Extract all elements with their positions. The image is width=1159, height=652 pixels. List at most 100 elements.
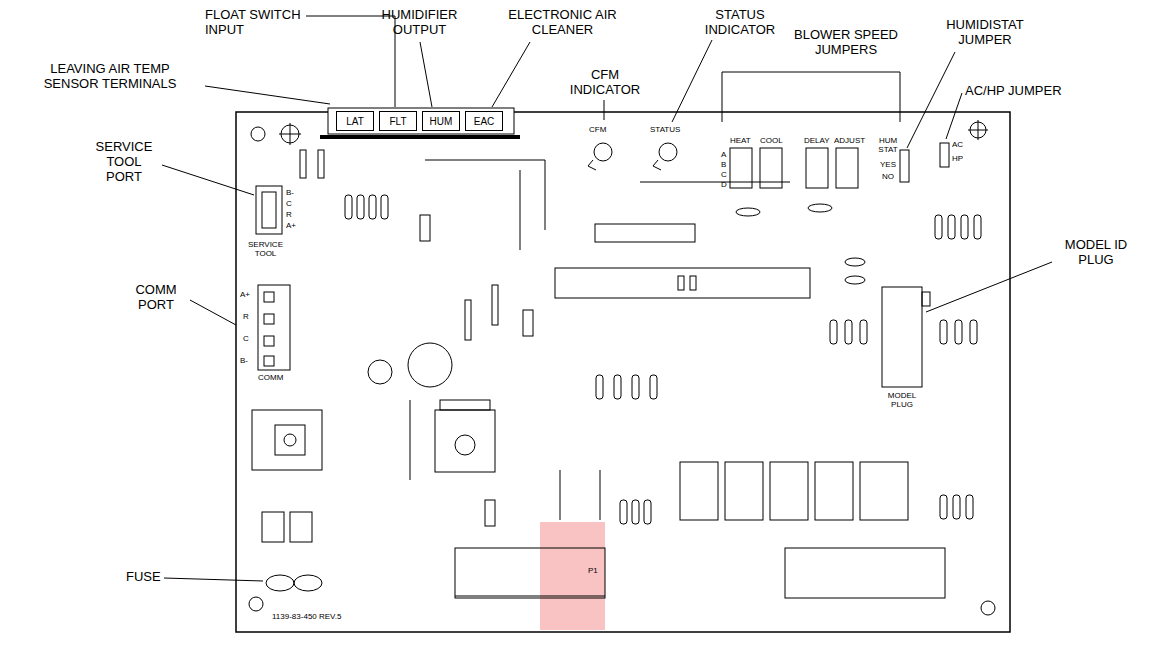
microcontroller: [555, 268, 810, 298]
terminal-label: EAC: [474, 116, 495, 127]
leader-line: [190, 300, 236, 325]
component: [736, 208, 760, 216]
board-marking: C: [243, 334, 249, 343]
board-marking: P1: [588, 566, 598, 575]
fuse-clip: [294, 575, 322, 591]
trace: [410, 160, 790, 520]
resistor-symbol: [970, 320, 977, 344]
diode: [420, 215, 430, 241]
resistor-symbol: [614, 375, 621, 399]
board-marking: 1139-83-450 REV.5: [272, 612, 341, 621]
leader-line: [926, 262, 1052, 312]
callout-label: SERVICE TOOL PORT: [88, 140, 160, 185]
resistor-symbol: [948, 215, 955, 239]
capacitor: [290, 512, 312, 542]
board-marking: A: [721, 150, 726, 159]
callout-label: LEAVING AIR TEMP SENSOR TERMINALS: [35, 62, 185, 92]
led-lead: [588, 160, 596, 170]
resistor-symbol: [650, 375, 657, 399]
diode: [523, 310, 533, 336]
callout-label: ELECTRONIC AIR CLEANER: [500, 8, 625, 38]
pin: [264, 356, 274, 366]
relay: [815, 462, 853, 520]
bracket: [722, 72, 900, 122]
resistor-symbol: [974, 215, 981, 239]
led: [594, 143, 612, 161]
resistor-symbol: [961, 215, 968, 239]
component: [845, 258, 865, 266]
terminal-box: HUM: [422, 111, 460, 131]
capacitor: [368, 360, 392, 384]
jumper: [900, 150, 909, 182]
resistor-symbol: [596, 375, 603, 399]
relay: [725, 462, 763, 520]
led-lead: [653, 160, 661, 170]
comm-port: [258, 285, 290, 370]
terminal-label: LAT: [346, 116, 364, 127]
regulator: [435, 410, 495, 472]
leader-line: [306, 16, 395, 107]
resistor-symbol: [381, 195, 388, 219]
connector-edge: [455, 596, 605, 597]
mounting-hole: [251, 127, 265, 141]
terminal-box: EAC: [465, 111, 503, 131]
board-marking: A+: [286, 221, 296, 230]
resistor-symbol: [369, 195, 376, 219]
capacitor: [408, 343, 452, 387]
resistor-symbol: [345, 195, 352, 219]
board-marking: B: [721, 160, 726, 169]
component: [492, 285, 498, 325]
leader-line: [492, 42, 530, 107]
board-marking: HUM STAT: [876, 136, 900, 154]
capacitor: [262, 512, 284, 542]
chip-mark: [690, 276, 696, 290]
jumper-block: [806, 148, 828, 188]
leader-line: [164, 578, 263, 581]
board-marking: YES: [880, 160, 896, 169]
resistor-symbol: [845, 320, 852, 344]
board-marking: NO: [882, 172, 894, 181]
callout-label: FUSE: [126, 570, 161, 585]
resistor-symbol: [955, 320, 962, 344]
board-marking: ADJUST: [834, 136, 865, 145]
component: [845, 276, 865, 284]
resistor-symbol: [966, 495, 973, 519]
relay: [860, 462, 908, 520]
transformer: [275, 425, 305, 455]
board-marking: B-: [286, 188, 294, 197]
chip-mark: [678, 276, 684, 290]
resistor-symbol: [860, 320, 867, 344]
resistor-symbol: [940, 495, 947, 519]
fuse-clip: [266, 575, 294, 591]
board-marking: HP: [952, 154, 963, 163]
leader-line: [420, 42, 432, 107]
callout-label: COMM PORT: [125, 283, 187, 313]
mounting-hole: [249, 597, 263, 611]
board-marking: A+: [240, 290, 250, 299]
terminal-label: FLT: [389, 116, 406, 127]
connector: [785, 548, 945, 598]
service-port: [256, 186, 282, 234]
board-marking: MODEL PLUG: [880, 391, 924, 409]
heatsink: [252, 410, 322, 470]
component: [318, 150, 324, 178]
component: [808, 204, 832, 212]
callout-label: MODEL ID PLUG: [1055, 238, 1137, 268]
regulator-hole: [455, 435, 475, 455]
board-marking: B-: [240, 356, 248, 365]
resistor-symbol: [940, 320, 947, 344]
terminal-strip-base: [320, 135, 520, 139]
leader-line: [946, 93, 962, 139]
circuit-board: [236, 112, 1010, 632]
board-marking: STATUS: [650, 125, 680, 134]
terminal-strip: [328, 108, 514, 134]
callout-label: AC/HP JUMPER: [965, 84, 1062, 99]
resistor-symbol: [830, 320, 837, 344]
leader-line: [672, 40, 712, 122]
connector: [455, 548, 605, 598]
terminal-box: LAT: [336, 111, 374, 131]
callout-label: HUMIDISTAT JUMPER: [930, 18, 1040, 48]
callout-label: BLOWER SPEED JUMPERS: [790, 28, 902, 58]
resistor-symbol: [632, 375, 639, 399]
board-marking: COMM: [258, 373, 283, 382]
